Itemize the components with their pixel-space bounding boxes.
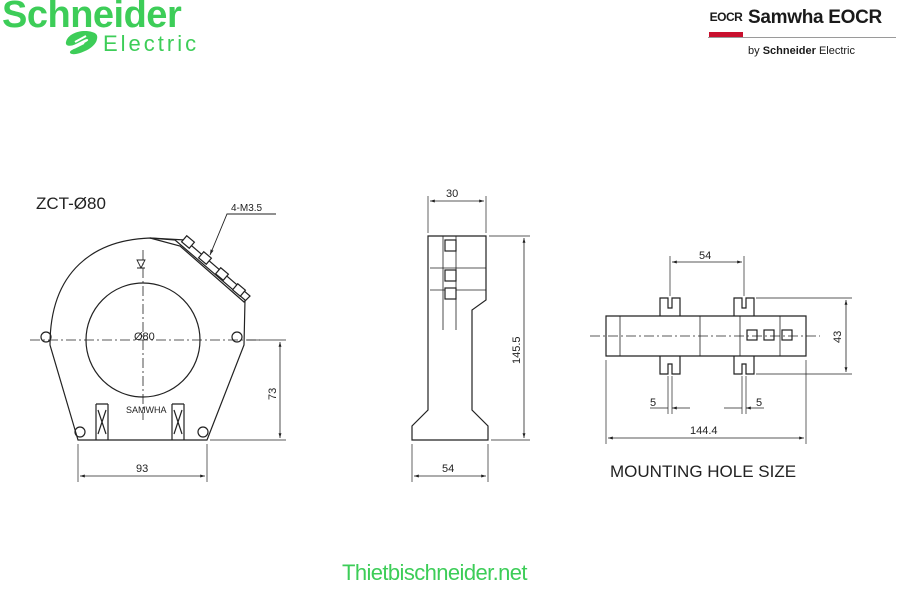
schneider-life-is-on-icon — [65, 31, 98, 55]
eocr-badge-text: EOCR — [709, 10, 743, 24]
centerline — [30, 250, 260, 420]
mounting-view — [590, 256, 852, 444]
schneider-wordmark: Schneider — [2, 0, 182, 36]
slot-right-dim-label: 5 — [756, 397, 762, 409]
samwha-eocr-logo: EOCR Samwha EOCR by Schneider Electric — [706, 2, 896, 62]
mounting-hole — [74, 426, 86, 438]
dim-ext — [489, 235, 530, 441]
window-label: Ø80 — [134, 331, 155, 343]
eocr-badge: EOCR — [709, 6, 743, 37]
front-view-title: ZCT-Ø80 — [36, 194, 106, 213]
side-terminal — [444, 269, 457, 282]
mounting-foot — [95, 403, 109, 440]
terminal-note: 4-M3.5 — [231, 203, 263, 214]
terminal-block — [149, 237, 251, 303]
mount-spacing-dim-label: 54 — [699, 250, 711, 262]
polarity-mark — [136, 259, 146, 270]
side-view — [411, 196, 530, 482]
side-top-dim-label: 30 — [446, 188, 458, 200]
terminal-leader — [209, 213, 276, 256]
mount-length-dim-label: 144.4 — [690, 425, 718, 437]
mounting-hole — [40, 331, 52, 343]
mounting-ear — [733, 297, 755, 316]
mount-terminal — [746, 329, 758, 341]
samwha-title: Samwha EOCR — [748, 7, 882, 28]
side-inner-line — [430, 236, 486, 330]
site-watermark: Thietbischneider.net — [342, 560, 528, 585]
terminal-screw — [231, 282, 247, 298]
dim-ext — [667, 376, 673, 414]
byline-brand: Schneider — [762, 45, 816, 57]
byline-prefix: by — [748, 45, 760, 57]
dim-ext — [77, 444, 208, 482]
ct-housing-outline — [49, 237, 246, 441]
terminal-screw — [197, 250, 213, 266]
dim-ext — [210, 339, 286, 441]
dim-ext — [741, 376, 747, 414]
dim-ext — [411, 444, 489, 482]
dim-ext — [756, 297, 852, 375]
dim-ext — [427, 196, 487, 233]
width-dim-label: 93 — [136, 463, 148, 475]
mounting-view-title: MOUNTING HOLE SIZE — [610, 462, 796, 481]
mount-height-dim-label: 43 — [832, 331, 844, 343]
mount-terminal — [763, 329, 775, 341]
side-height-dim-label: 145.5 — [511, 336, 523, 364]
mounting-hole — [197, 426, 209, 438]
side-terminal — [444, 287, 457, 300]
slot-left-dim-label: 5 — [650, 397, 656, 409]
mounting-hole — [231, 331, 243, 343]
schneider-electric-logo: Schneider Electric — [0, 0, 260, 60]
byline-suffix: Electric — [818, 45, 855, 57]
nameplate: SAMWHA — [126, 405, 167, 415]
terminal-screw — [180, 234, 196, 250]
terminal-screw — [214, 266, 230, 282]
height-dim-label: 73 — [267, 388, 279, 400]
mounting-ear — [733, 356, 755, 375]
front-view — [30, 213, 286, 482]
electric-wordmark: Electric — [103, 31, 200, 56]
mounting-ear — [659, 356, 681, 375]
samwha-byline: by Schneider Electric — [748, 45, 855, 57]
side-body-outline — [411, 235, 489, 441]
dim-ext — [605, 360, 807, 444]
mount-terminal — [781, 329, 793, 341]
mounting-ear — [659, 297, 681, 316]
mounting-foot — [171, 403, 185, 440]
side-base-dim-label: 54 — [442, 463, 454, 475]
side-terminal — [444, 239, 457, 252]
dim-ext — [669, 256, 745, 296]
samwha-divider — [708, 37, 896, 38]
